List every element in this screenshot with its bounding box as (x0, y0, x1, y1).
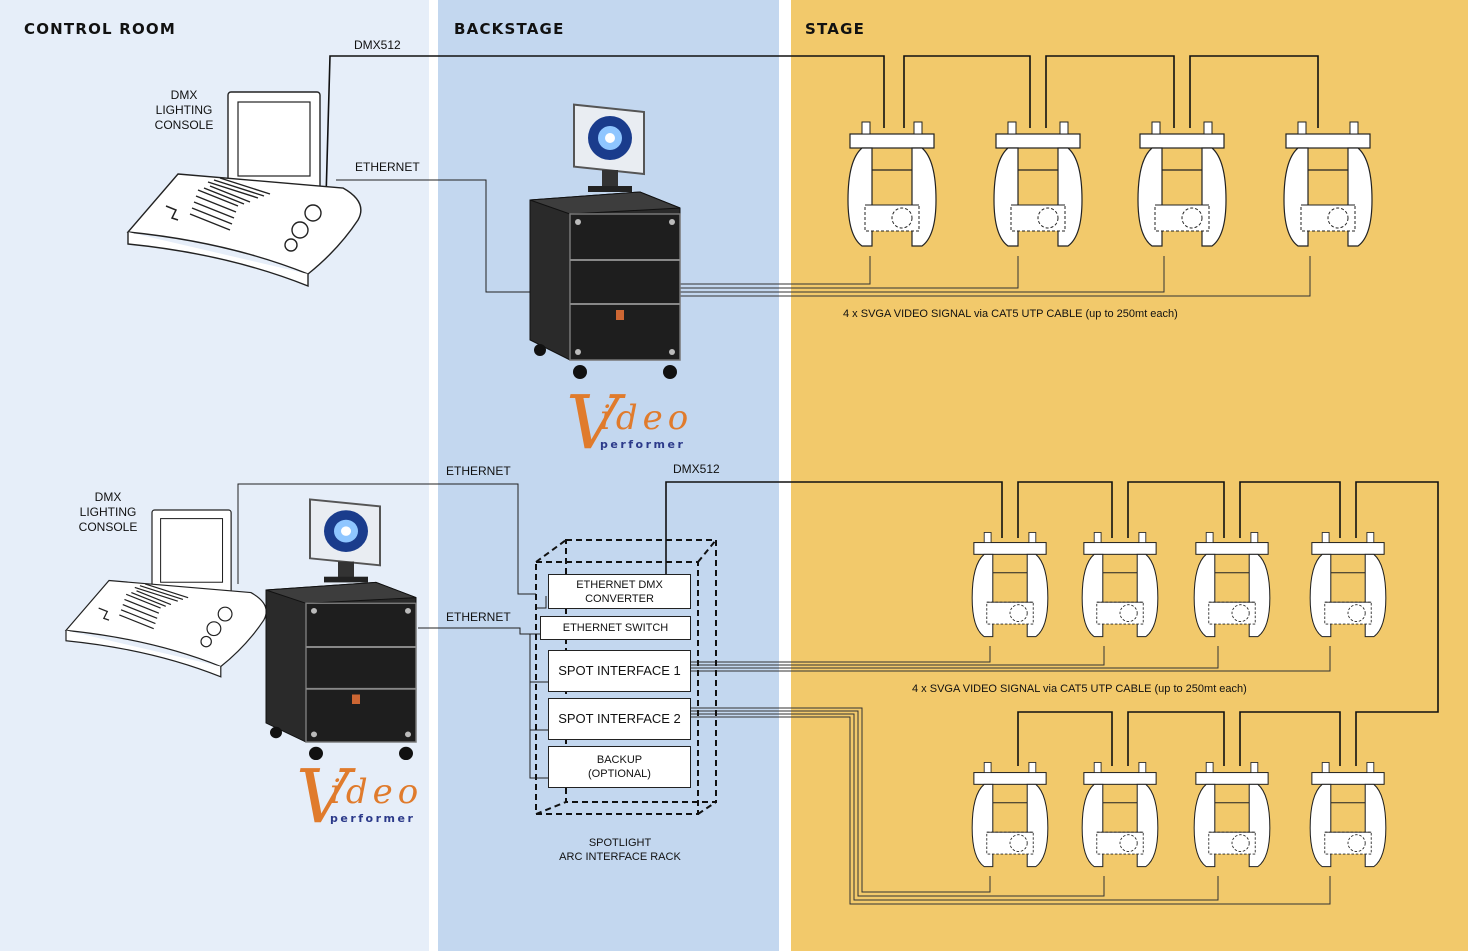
backstage-title: BACKSTAGE (454, 20, 565, 38)
moving-head-fixture-icon (1081, 761, 1159, 868)
moving-head-fixture-icon (847, 121, 937, 247)
logo-subtitle: performer (600, 438, 686, 451)
video-server-cart-icon (265, 498, 417, 762)
moving-head-fixture-icon (1137, 121, 1227, 247)
video-server-cart-icon (529, 103, 681, 381)
stage-title: STAGE (805, 20, 866, 38)
backup-module: BACKUP (OPTIONAL) (548, 746, 691, 788)
logo-letter: V (296, 754, 350, 840)
moving-head-fixture-icon (1193, 761, 1271, 868)
bottom-video-cables-1 (690, 646, 1331, 672)
moving-head-fixture-icon (971, 761, 1049, 868)
control-room-title: CONTROL ROOM (24, 20, 177, 38)
top-video-signal-label: 4 x SVGA VIDEO SIGNAL via CAT5 UTP CABLE… (843, 308, 1178, 320)
moving-head-fixture-icon (1081, 531, 1159, 638)
bottom-console-label: DMX LIGHTING CONSOLE (78, 490, 138, 534)
moving-head-fixture-icon (1283, 121, 1373, 247)
logo-subtitle: performer (330, 812, 416, 825)
moving-head-fixture-icon (1309, 761, 1387, 868)
control-room-zone: CONTROL ROOM (0, 0, 429, 951)
rack-internal-cables (529, 596, 548, 779)
top-video-cables (680, 256, 1311, 297)
bottom-video-cables-2 (690, 707, 1331, 905)
video-performer-logo: V ideo performer (566, 386, 696, 466)
logo-word: ideo (600, 398, 694, 438)
spot-interface-1-module: SPOT INTERFACE 1 (548, 650, 691, 692)
moving-head-fixture-icon (1309, 531, 1387, 638)
bottom-dmx-label: DMX512 (673, 462, 720, 476)
lighting-console-icon (65, 509, 267, 678)
moving-head-fixture-icon (971, 531, 1049, 638)
ethernet-switch-module: ETHERNET SWITCH (540, 616, 691, 640)
spot-interface-2-module: SPOT INTERFACE 2 (548, 698, 691, 740)
logo-word: ideo (330, 772, 424, 812)
bottom-video-signal-label: 4 x SVGA VIDEO SIGNAL via CAT5 UTP CABLE… (912, 683, 1247, 695)
moving-head-fixture-icon (1193, 531, 1271, 638)
top-dmx-label: DMX512 (354, 38, 401, 52)
bottom-ethernet-label-mid: ETHERNET (446, 610, 511, 624)
moving-head-fixture-icon (993, 121, 1083, 247)
bottom-ethernet-cable-console (237, 483, 536, 595)
top-dmx-chain (325, 55, 1319, 199)
bottom-ethernet-label-top: ETHERNET (446, 464, 511, 478)
rack-caption: SPOTLIGHT ARC INTERFACE RACK (559, 837, 681, 863)
ethernet-dmx-converter-module: ETHERNET DMX CONVERTER (548, 574, 691, 609)
bottom-ethernet-cable-server (418, 627, 540, 635)
top-ethernet-cable (336, 179, 540, 293)
top-ethernet-label: ETHERNET (355, 160, 420, 174)
bottom-dmx-chain (665, 481, 1439, 766)
video-performer-logo: V ideo performer (296, 760, 426, 840)
logo-letter: V (566, 380, 620, 466)
top-console-label: DMX LIGHTING CONSOLE (154, 88, 214, 132)
